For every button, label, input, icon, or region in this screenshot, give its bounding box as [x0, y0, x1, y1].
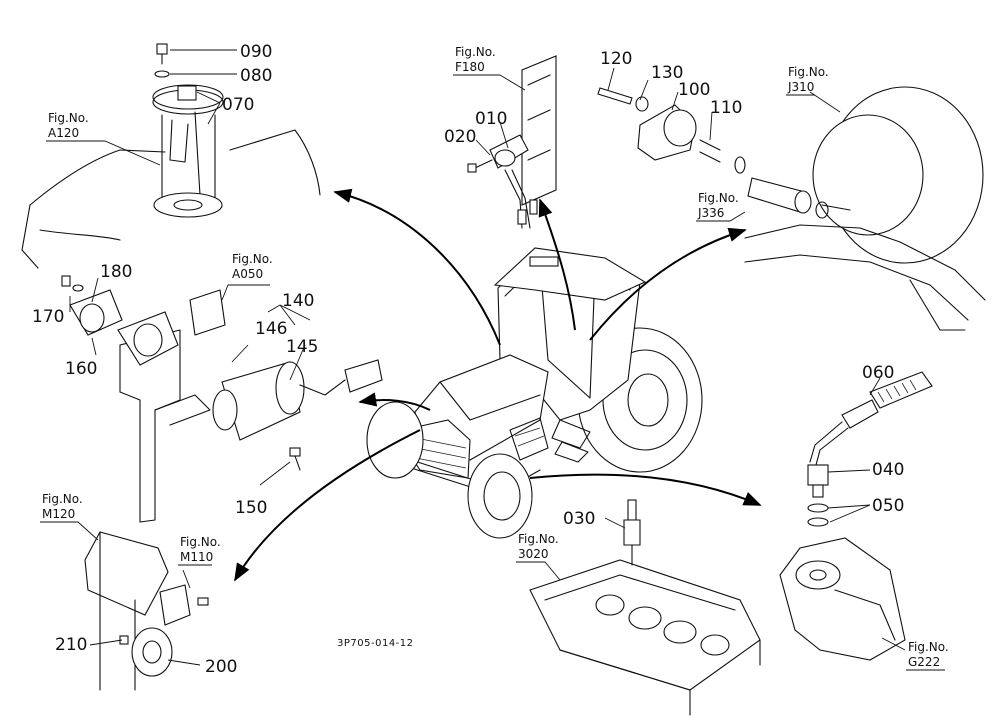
- cylinder-head-assembly: [529, 499, 761, 716]
- part-040: 040: [872, 460, 904, 480]
- part-150: 150: [235, 498, 267, 518]
- fig-ref-J310: Fig.No. J310: [786, 65, 829, 96]
- part-210: 210: [55, 635, 87, 655]
- fig-ref-A120: Fig.No. A120: [46, 111, 161, 166]
- part-050: 050: [872, 496, 904, 516]
- part-160: 160: [65, 359, 97, 379]
- fig-number: F180: [455, 60, 485, 74]
- part-090: 090: [240, 42, 272, 62]
- fig-number: A050: [232, 267, 263, 281]
- part-010: 010: [475, 109, 507, 129]
- part-030: 030: [563, 509, 595, 529]
- solenoid-bracket-assembly: [61, 275, 383, 523]
- fig-ref-M110: Fig.No. M110: [178, 535, 221, 566]
- fig-ref-A050: Fig.No. A050: [232, 252, 273, 281]
- fig-number: M120: [42, 507, 75, 521]
- part-110: 110: [710, 98, 742, 118]
- fig-prefix: Fig.No.: [48, 111, 89, 125]
- part-060: 060: [862, 363, 894, 383]
- part-020: 020: [444, 127, 476, 147]
- part-070: 070: [222, 95, 254, 115]
- part-number-labels: 090 080 070 010 020 120 130 100 110 180 …: [32, 42, 904, 677]
- part-120: 120: [600, 49, 632, 69]
- fig-number: 3020: [518, 547, 549, 561]
- rear-axle-assembly: [734, 86, 986, 331]
- fig-ref-M120: Fig.No. M120: [40, 492, 99, 541]
- sensor-assembly-100: [597, 67, 721, 163]
- fig-prefix: Fig.No.: [180, 535, 221, 549]
- part-146: 146: [255, 319, 287, 339]
- part-130: 130: [651, 63, 683, 83]
- switch-bracket-assembly: [467, 55, 557, 229]
- fig-prefix: Fig.No.: [698, 191, 739, 205]
- fig-number: J336: [697, 206, 724, 220]
- fig-prefix: Fig.No.: [232, 252, 273, 266]
- horn-assembly: [84, 531, 209, 691]
- fig-number: G222: [908, 655, 940, 669]
- fig-ref-F180: Fig.No. F180: [453, 45, 500, 76]
- speed-sensor-assembly: [779, 371, 933, 661]
- fig-prefix: Fig.No.: [455, 45, 496, 59]
- fig-prefix: Fig.No.: [908, 640, 949, 654]
- part-140: 140: [282, 291, 314, 311]
- part-100: 100: [678, 80, 710, 100]
- fig-ref-J336: Fig.No. J336: [696, 191, 746, 222]
- part-200: 200: [205, 657, 237, 677]
- fig-ref-G222: Fig.No. G222: [906, 640, 949, 671]
- part-170: 170: [32, 307, 64, 327]
- fig-prefix: Fig.No.: [518, 532, 559, 546]
- fig-prefix: Fig.No.: [788, 65, 829, 79]
- fig-number: A120: [48, 126, 79, 140]
- figure-code: 3P705-014-12: [337, 638, 414, 649]
- part-145: 145: [286, 337, 318, 357]
- fig-prefix: Fig.No.: [42, 492, 83, 506]
- fig-number: J310: [787, 80, 814, 94]
- callout-arrows: [234, 188, 762, 582]
- fuel-tank-assembly: [21, 43, 321, 269]
- tractor-illustration: [366, 247, 703, 539]
- part-080: 080: [240, 66, 272, 86]
- part-180: 180: [100, 262, 132, 282]
- fig-ref-3020: Fig.No. 3020: [516, 532, 561, 581]
- fig-number: M110: [180, 550, 213, 564]
